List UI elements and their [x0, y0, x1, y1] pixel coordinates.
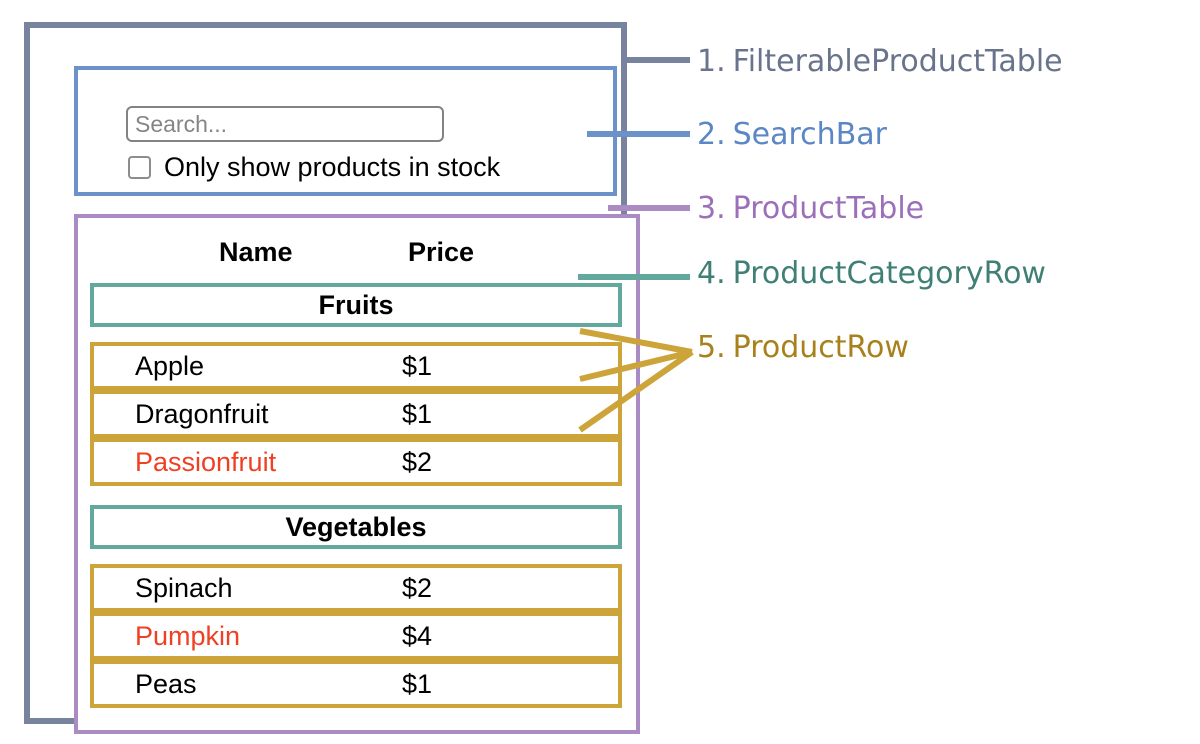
- product-row: Peas $1: [90, 660, 622, 708]
- product-name: Dragonfruit: [135, 399, 269, 429]
- product-price: $2: [402, 447, 433, 477]
- product-row: Pumpkin $4: [90, 612, 622, 660]
- category-label: Fruits: [318, 290, 394, 320]
- product-name: Passionfruit: [135, 447, 277, 477]
- legend-number: 5.: [697, 330, 726, 365]
- only-in-stock-checkbox[interactable]: [128, 156, 151, 179]
- product-category-row-fruits: Fruits: [90, 283, 622, 327]
- legend-number: 4.: [697, 256, 726, 291]
- column-header-price: Price: [408, 237, 475, 267]
- product-name: Spinach: [135, 573, 233, 603]
- legend-item-product-row: 5.ProductRow: [697, 330, 909, 365]
- product-name: Peas: [135, 669, 197, 699]
- product-row: Apple $1: [90, 342, 622, 390]
- product-row: Dragonfruit $1: [90, 390, 622, 438]
- product-row: Spinach $2: [90, 564, 622, 612]
- legend-number: 2.: [697, 117, 726, 152]
- legend-number: 1.: [697, 44, 726, 79]
- category-label: Vegetables: [285, 512, 427, 542]
- legend-text: FilterableProductTable: [732, 44, 1063, 79]
- legend-item-product-table: 3.ProductTable: [697, 191, 924, 226]
- legend-text: ProductTable: [732, 191, 925, 226]
- column-header-name: Name: [219, 237, 293, 267]
- search-input[interactable]: [126, 106, 444, 142]
- legend-item-search-bar: 2.SearchBar: [697, 117, 887, 152]
- product-row: Passionfruit $2: [90, 438, 622, 486]
- product-price: $2: [402, 573, 433, 603]
- product-price: $1: [402, 399, 433, 429]
- legend-text: ProductCategoryRow: [732, 256, 1046, 291]
- only-in-stock-label: Only show products in stock: [164, 152, 501, 182]
- legend-item-filterable-product-table: 1.FilterableProductTable: [697, 44, 1063, 79]
- legend-text: ProductRow: [732, 330, 909, 365]
- product-table-frame: Name Price Fruits Apple $1 Dragonfruit $…: [74, 214, 640, 734]
- product-name: Pumpkin: [135, 621, 241, 651]
- legend-number: 3.: [697, 191, 726, 226]
- legend-item-product-category-row: 4.ProductCategoryRow: [697, 256, 1046, 291]
- search-bar-frame: Only show products in stock: [74, 66, 617, 196]
- filterable-product-table-frame: Only show products in stock Name Price F…: [24, 22, 640, 734]
- product-category-row-vegetables: Vegetables: [90, 505, 622, 549]
- product-name: Apple: [135, 351, 205, 381]
- product-price: $1: [402, 351, 433, 381]
- product-price: $1: [402, 669, 433, 699]
- product-price: $4: [402, 621, 433, 651]
- only-in-stock-row[interactable]: Only show products in stock: [128, 152, 500, 183]
- product-table-header: Name Price: [78, 230, 636, 274]
- legend-text: SearchBar: [732, 117, 887, 152]
